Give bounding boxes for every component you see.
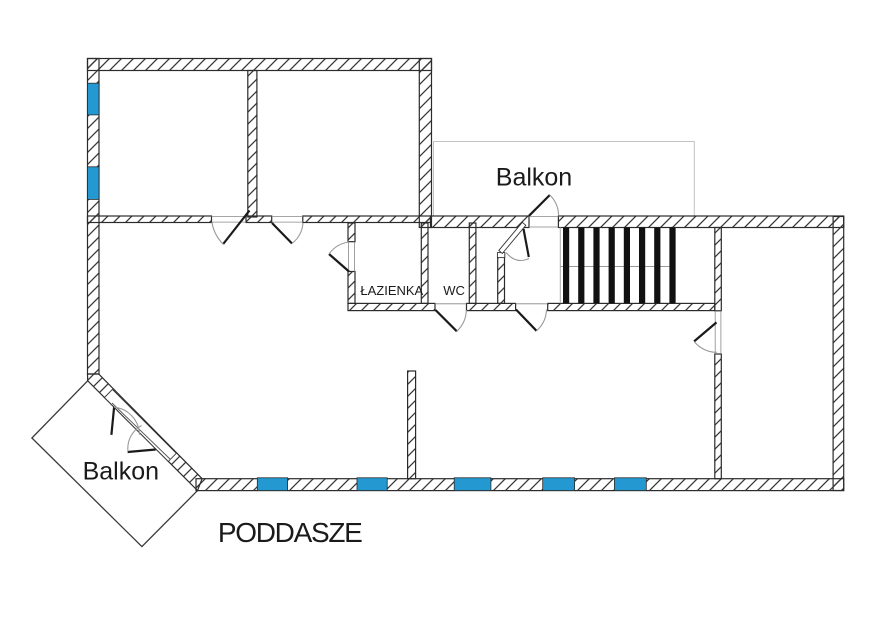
svg-text:WC: WC bbox=[443, 283, 465, 298]
svg-text:Balkon: Balkon bbox=[83, 458, 159, 486]
svg-text:ŁAZIENKA: ŁAZIENKA bbox=[360, 283, 423, 298]
svg-text:Balkon: Balkon bbox=[496, 164, 572, 192]
svg-text:PODDASZE: PODDASZE bbox=[218, 517, 362, 548]
